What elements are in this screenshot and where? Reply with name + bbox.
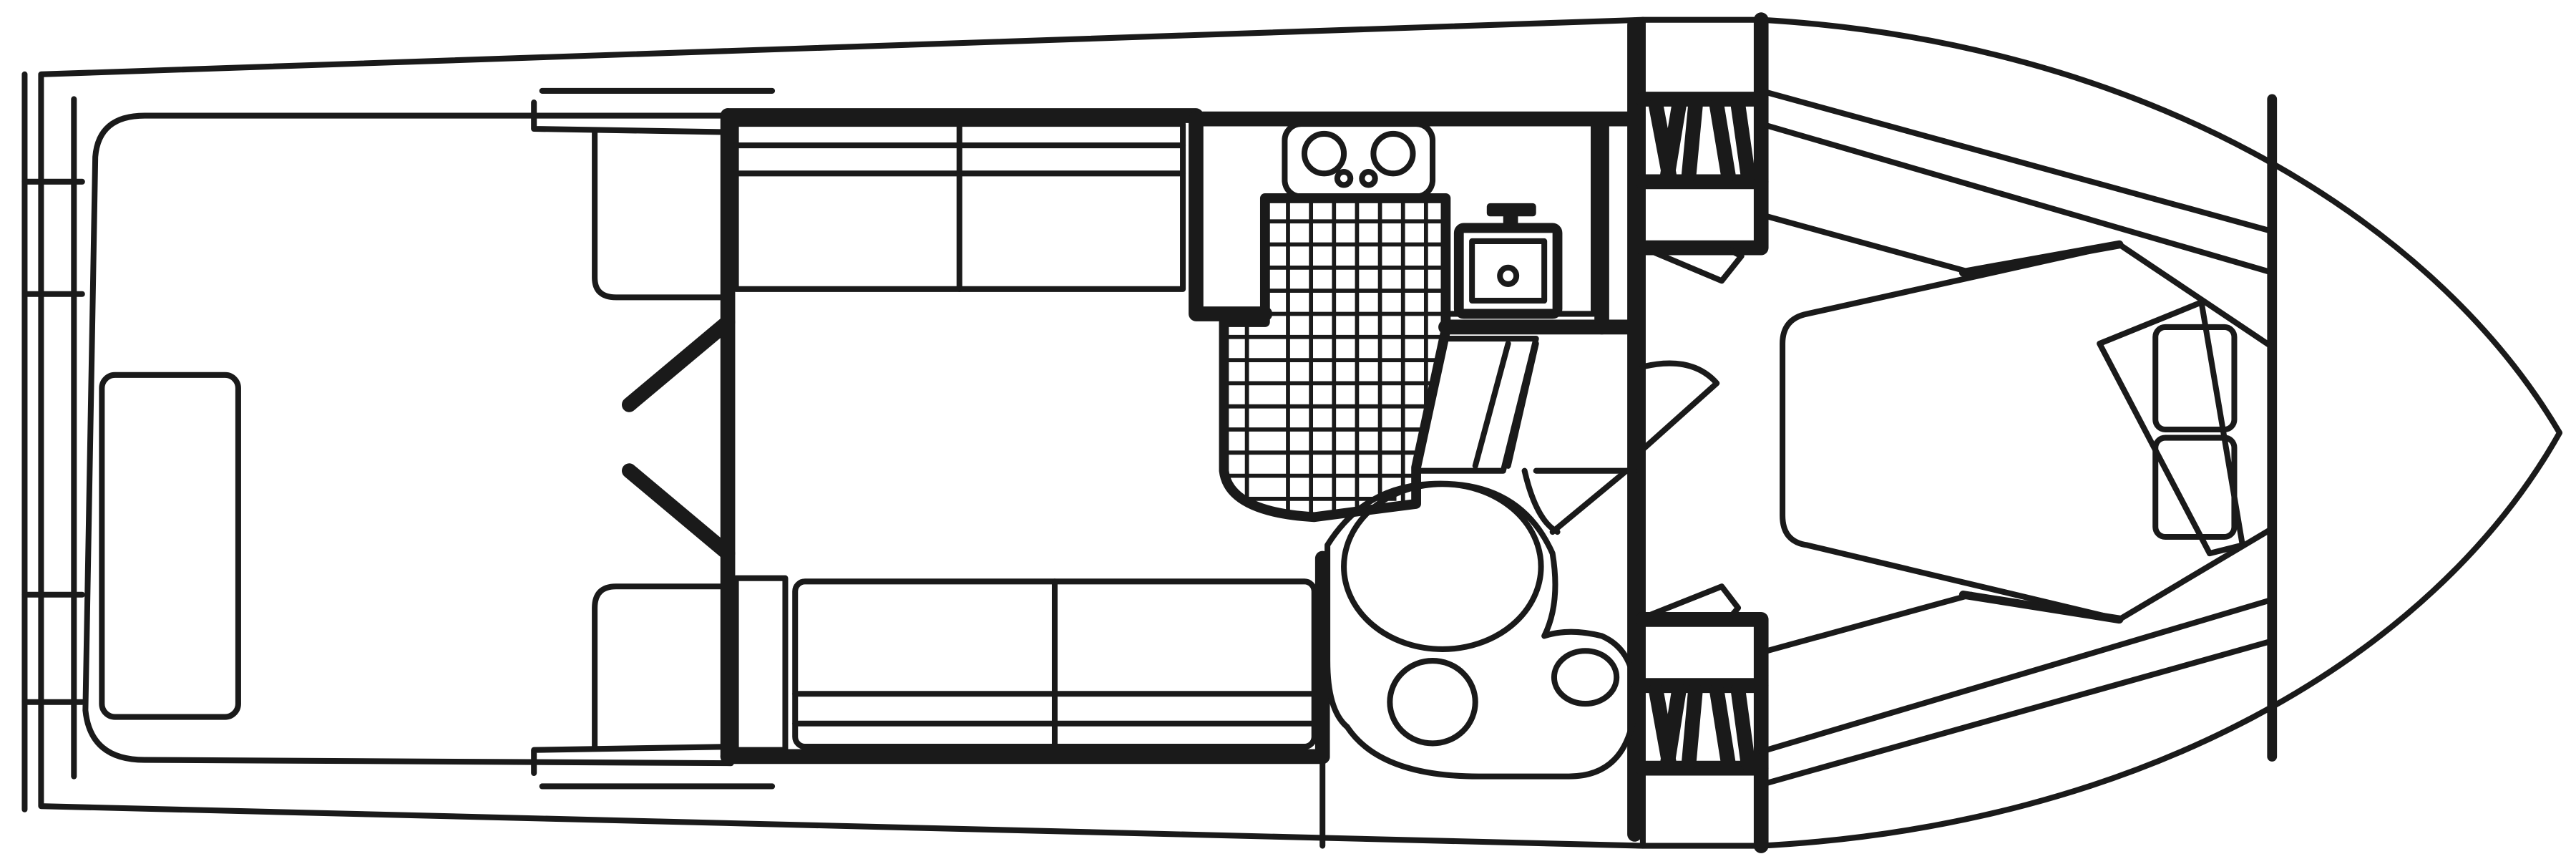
galley-sink [1453,203,1563,319]
dinette [1324,480,1639,780]
salon [720,108,1330,765]
transom [21,71,85,812]
companionway-steps [1413,336,1539,474]
galley-floor-grate [1219,193,1451,523]
dinette-stool-2 [1551,648,1620,707]
head-door [1639,360,1720,452]
cockpit-hatch [99,372,241,720]
dinette-stool-1 [1387,658,1478,747]
salon-settee-starboard [733,121,1186,292]
salon-doors [622,314,736,561]
v-berth [1780,241,2275,623]
dinette-table [1341,481,1544,652]
cockpit [82,87,776,790]
salon-settee-port [733,575,1317,753]
galley-stove [1282,121,1436,200]
galley [1189,111,1642,335]
steps-starboard [1635,12,1769,284]
steps-port [1635,583,1769,853]
hull-outline [38,16,2563,849]
forward-cabin [1758,87,2278,788]
